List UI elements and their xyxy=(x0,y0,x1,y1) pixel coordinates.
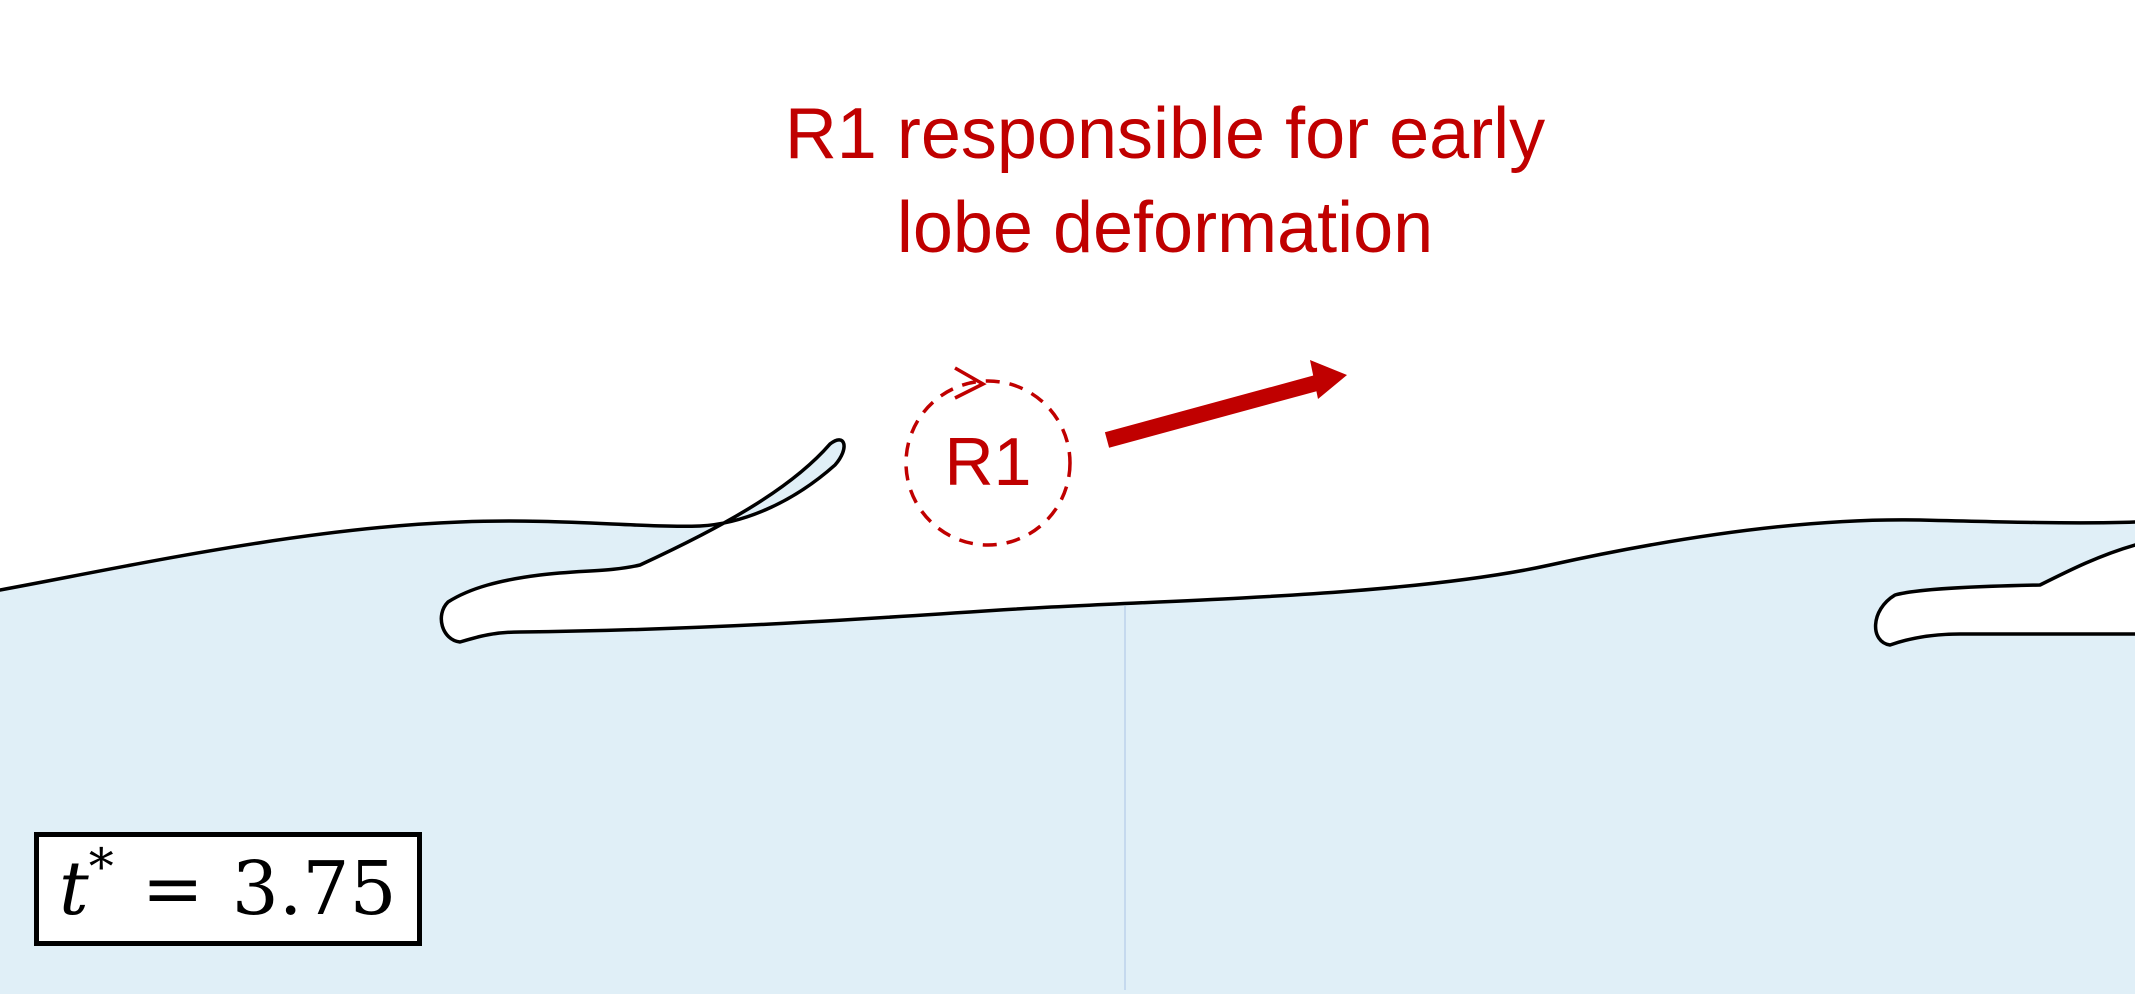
annotation-line-1: R1 responsible for early xyxy=(784,94,1546,174)
time-superscript: * xyxy=(88,838,114,896)
interface-curve-right-lobe xyxy=(1873,543,2135,647)
movement-arrow-head-icon xyxy=(1310,360,1347,399)
rotation-arrowhead-icon xyxy=(954,366,987,400)
time-equals-sign: = xyxy=(141,846,204,932)
time-variable: t xyxy=(59,846,89,932)
interface-curve xyxy=(0,438,2135,644)
liquid-region xyxy=(0,439,2135,994)
movement-arrow-shaft xyxy=(1104,374,1323,448)
time-label-box: t * = 3.75 xyxy=(34,832,422,946)
time-value: 3.75 xyxy=(231,846,397,932)
vortex-r1-label: R1 xyxy=(944,424,1032,500)
annotation-line-2: lobe deformation xyxy=(896,188,1434,268)
vortex-r1-dashed-circle xyxy=(904,379,1072,547)
